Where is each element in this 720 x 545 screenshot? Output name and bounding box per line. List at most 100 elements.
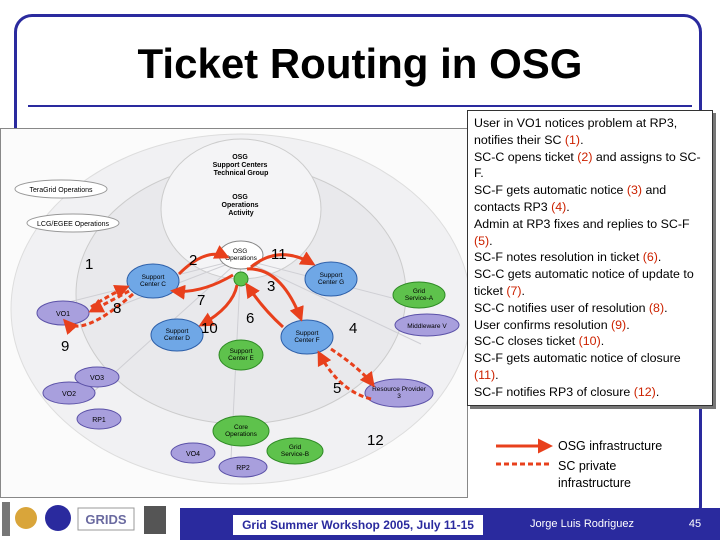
description-text: .: [626, 317, 630, 332]
ticket-routing-diagram: TeraGrid Operations LCG/EGEE Operations …: [0, 128, 468, 498]
osg-ops-hub: [233, 271, 249, 287]
step-reference: (2): [577, 149, 593, 164]
step-reference: (1): [564, 132, 581, 147]
step-reference: (11): [474, 367, 496, 382]
svg-text:11: 11: [271, 246, 287, 263]
footer-author: Jorge Luis Rodriguez: [530, 518, 634, 530]
globe-logo-icon: [45, 505, 71, 531]
osg-oa-label: OSG Operations Activity: [222, 194, 261, 217]
vertical-logo-icon: [2, 502, 10, 536]
svg-text:1: 1: [85, 256, 93, 273]
emblem-logo-icon: [15, 507, 37, 529]
description-text: .: [657, 250, 662, 265]
svg-text:4: 4: [349, 320, 357, 337]
lcg-node: [26, 213, 120, 233]
step-numbers: 1 2 3 4 5 6 7 8 9 10 11 12: [61, 246, 384, 449]
routing-description: User in VO1 notices problem at RP3, noti…: [467, 110, 713, 406]
svg-text:5: 5: [333, 380, 341, 397]
description-text: .: [580, 132, 584, 147]
middleware-v-label: Middleware V: [407, 323, 447, 330]
osg-arrows: [170, 245, 316, 329]
purple-nodes: [36, 300, 460, 478]
description-text: and assigns to SC-F.: [474, 149, 701, 181]
vo4-label: VO4: [186, 451, 200, 458]
description-text: SC-F gets automatic notice: [474, 183, 627, 198]
description-line: SC-F gets automatic notice of closure (1…: [474, 350, 706, 384]
teragrid-node: [14, 179, 108, 199]
title-rule: [28, 105, 692, 107]
description-text: .: [495, 367, 499, 382]
description-line: SC-F notes resolution in ticket (6).: [474, 249, 706, 266]
svg-text:3: 3: [267, 278, 275, 295]
step-reference: (8): [648, 300, 665, 315]
description-line: SC-F notifies RP3 of closure (12).: [474, 384, 706, 401]
page-number: 45: [688, 518, 702, 530]
description-line: Admin at RP3 fixes and replies to SC-F (…: [474, 216, 706, 250]
slide-title: Ticket Routing in OSG: [137, 40, 583, 87]
vo2-label: VO2: [62, 391, 76, 398]
step-reference: (12): [633, 384, 656, 399]
step-reference: (4): [551, 199, 567, 214]
description-text: SC-C gets automatic notice of update to …: [474, 267, 694, 298]
vo3-label: VO3: [90, 375, 104, 382]
svg-text:6: 6: [246, 310, 254, 327]
teragrid-label: TeraGrid Operations: [29, 187, 93, 194]
description-text: SC-F notifies RP3 of closure: [474, 384, 634, 399]
sc-private-arrows: [63, 284, 375, 401]
svg-text:7: 7: [197, 292, 205, 309]
svg-text:9: 9: [61, 338, 69, 355]
svg-text:12: 12: [367, 432, 384, 449]
description-line: User in VO1 notices problem at RP3, noti…: [474, 115, 706, 149]
description-text: SC-F notes resolution in ticket: [474, 250, 643, 265]
legend: OSG infrastructure SC private infrastruc…: [494, 438, 704, 498]
description-line: SC-C notifies user of resolution (8).: [474, 300, 706, 317]
svg-text:10: 10: [201, 320, 218, 337]
step-reference: (5): [474, 233, 490, 248]
description-text: .: [521, 283, 525, 298]
description-line: SC-F gets automatic notice (3) and conta…: [474, 182, 706, 216]
svg-text:8: 8: [113, 300, 121, 317]
lcg-label: LCG/EGEE Operations: [37, 221, 109, 228]
logo-strip: GRIDS: [2, 502, 166, 536]
step-reference: (3): [626, 183, 643, 198]
grids-logo-text: GRIDS: [85, 512, 127, 527]
svg-text:2: 2: [189, 252, 197, 269]
description-line: User confirms resolution (9).: [474, 317, 706, 334]
osg-sctg-label: OSG Support Centers Technical Group: [213, 154, 270, 177]
description-text: .: [489, 233, 493, 248]
legend-solid-label: OSG infrastructure: [558, 439, 663, 453]
description-line: SC-C gets automatic notice of update to …: [474, 266, 706, 300]
step-reference: (7): [506, 283, 522, 298]
description-text: Admin at RP3 fixes and replies to SC-F: [474, 216, 690, 231]
footer-logos: GRIDS: [0, 498, 180, 540]
step-reference: (6): [642, 250, 658, 265]
description-line: SC-C closes ticket (10).: [474, 333, 706, 350]
rp2-label: RP2: [236, 465, 250, 472]
description-text: and contacts RP3: [474, 183, 667, 214]
description-text: .: [600, 334, 605, 349]
grids-logo-icon: [77, 507, 135, 531]
description-text: SC-C closes ticket: [474, 334, 579, 349]
description-text: SC-C opens ticket: [474, 149, 578, 164]
description-text: SC-C notifies user of resolution: [474, 300, 649, 315]
description-text: User confirms resolution: [474, 317, 612, 332]
description-line: SC-C opens ticket (2) and assigns to SC-…: [474, 149, 706, 183]
step-reference: (10): [578, 334, 601, 349]
footer-event: Grid Summer Workshop 2005, July 11-15: [232, 514, 484, 536]
